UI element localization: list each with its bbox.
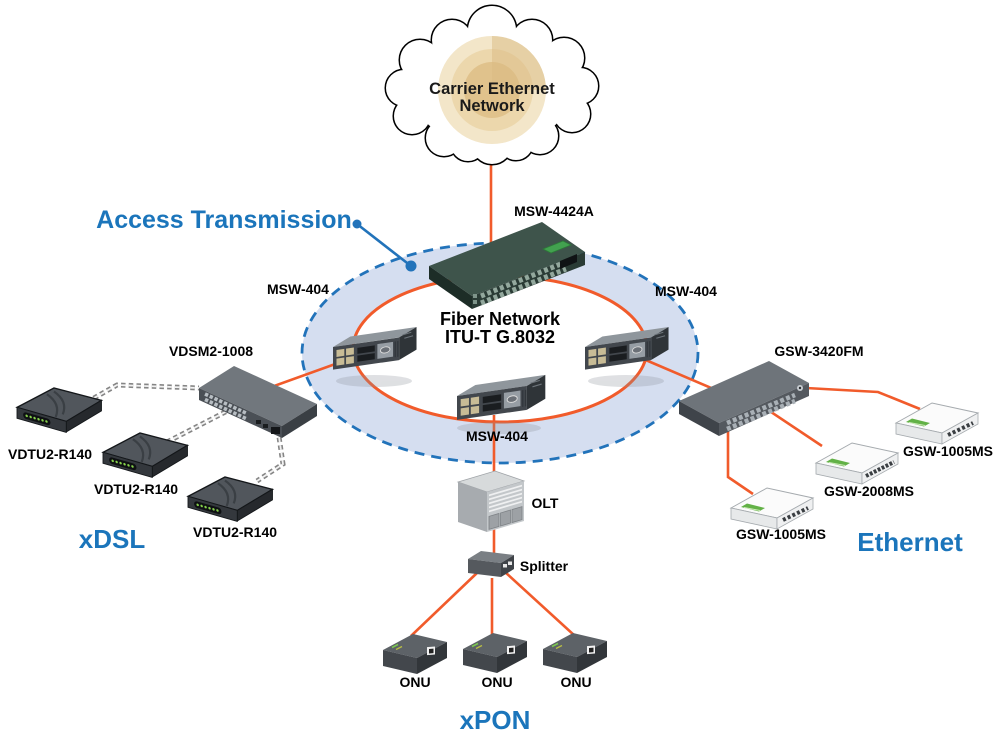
onu-3: [542, 632, 608, 674]
access-transmission-callout: [352, 219, 417, 272]
copper-links: [85, 382, 286, 484]
core-switch-msw4424a: [429, 222, 585, 309]
onu1-label: ONU: [399, 674, 430, 690]
olt-chassis: [456, 470, 526, 532]
vdtu1-label: VDTU2-R140: [8, 446, 92, 462]
gsw-client1-label: GSW-1005MS: [903, 443, 993, 459]
xpon-zone-label: xPON: [460, 705, 531, 735]
splitter-box: [468, 551, 514, 577]
cloud-label-line1: Carrier Ethernet: [429, 80, 555, 98]
link-splitter-onu3: [504, 571, 576, 637]
ring-title-line2: ITU-T G.8032: [445, 327, 555, 347]
client-gsw-1005ms-bottom: [730, 487, 814, 530]
cloud-globe-icon: [438, 36, 546, 144]
xdsl-switch-vdsm2-1008: [199, 366, 317, 438]
gsw-client2-label: GSW-2008MS: [824, 483, 914, 499]
fiber-links: [262, 116, 921, 637]
splitter-label: Splitter: [520, 558, 569, 574]
uplink-module: [542, 240, 572, 254]
ring-node-left-label: MSW-404: [267, 281, 329, 297]
gsw-client3-label: GSW-1005MS: [736, 526, 826, 542]
client-gsw-1005ms-top: [895, 402, 979, 445]
vdsm-label: VDSM2-1008: [169, 343, 253, 359]
carrier-cloud: Carrier Ethernet Network: [384, 4, 600, 166]
ring-node-right-label: MSW-404: [655, 283, 717, 299]
vdtu2-label: VDTU2-R140: [94, 481, 178, 497]
ring-node-bottom-label: MSW-404: [466, 428, 528, 444]
link-gsw-client1: [805, 386, 921, 411]
node-reflections: [336, 375, 664, 434]
ring-title-line1: Fiber Network: [440, 309, 561, 329]
vdtu3-label: VDTU2-R140: [193, 524, 277, 540]
ethernet-zone-label: Ethernet: [857, 527, 963, 557]
link-gsw-client3: [726, 426, 754, 496]
access-transmission-label: Access Transmission: [96, 206, 352, 234]
onu2-label: ONU: [481, 674, 512, 690]
gsw3420-label: GSW-3420FM: [774, 343, 863, 359]
client-gsw-2008ms: [815, 442, 899, 485]
link-splitter-onu1: [410, 571, 479, 637]
xdsl-zone-label: xDSL: [79, 524, 146, 554]
modem-vdtu2-r140-3: [186, 475, 274, 523]
onu3-label: ONU: [560, 674, 591, 690]
modem-vdtu2-r140-1: [15, 386, 103, 434]
olt-label: OLT: [532, 495, 559, 511]
core-switch-label: MSW-4424A: [514, 203, 594, 219]
ethernet-switch-gsw3420fm: [679, 361, 809, 436]
onu-2: [462, 632, 528, 674]
onu-1: [382, 633, 448, 675]
cloud-label-line2: Network: [459, 97, 525, 115]
